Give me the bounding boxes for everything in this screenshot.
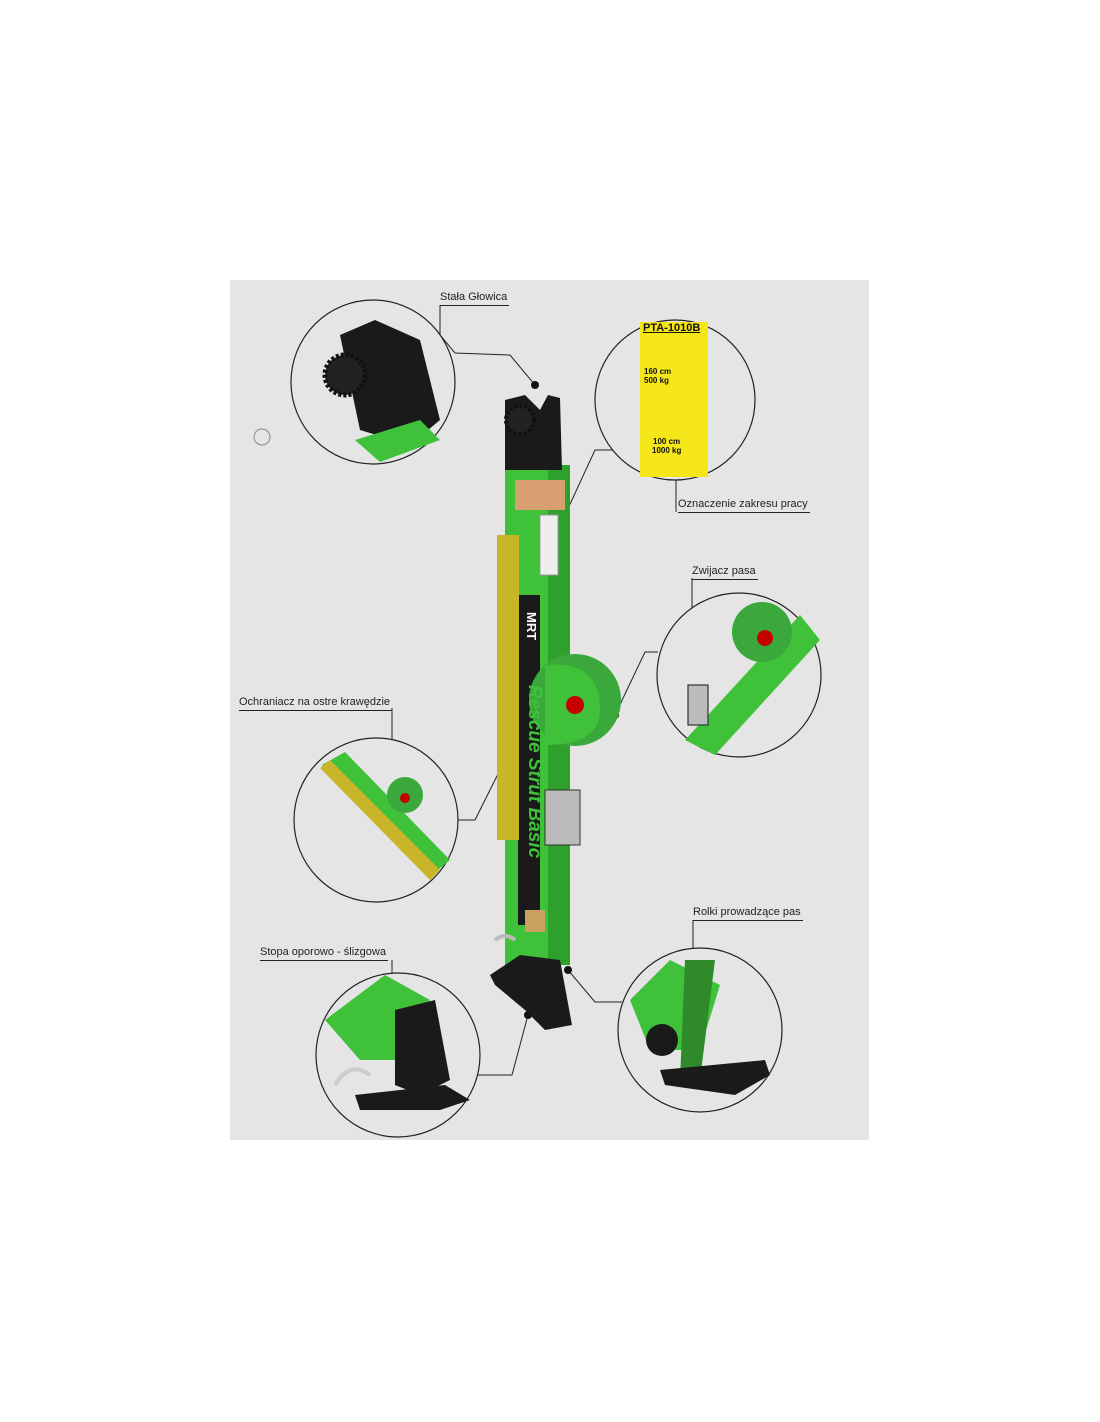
model-label: PTA-1010B bbox=[643, 322, 701, 334]
strut-brand: MRT bbox=[524, 612, 539, 641]
label-range: Oznaczenie zakresu pracy bbox=[678, 498, 810, 513]
radio-marker bbox=[253, 428, 271, 446]
callout-range bbox=[594, 319, 756, 481]
label-reel: Zwijacz pasa bbox=[692, 565, 758, 580]
strut-name: Rescue Strut Basic bbox=[524, 685, 545, 859]
lower-length: 100 cm bbox=[653, 437, 681, 446]
label-head: Stała Głowica bbox=[440, 291, 510, 306]
callout-protector bbox=[293, 737, 459, 903]
upper-range: 160 cm 500 kg bbox=[644, 367, 671, 385]
lower-range: 100 cm 1000 kg bbox=[652, 437, 682, 455]
callout-rollers bbox=[617, 947, 783, 1113]
strut bbox=[490, 395, 621, 1030]
callout-head bbox=[290, 299, 456, 465]
upper-load: 500 kg bbox=[644, 376, 669, 385]
label-rollers: Rolki prowadzące pas bbox=[693, 906, 803, 921]
label-foot: Stopa oporowo - ślizgowa bbox=[260, 946, 388, 961]
range-label: PTA-1010B 160 cm 500 kg 100 cm 1000 kg bbox=[640, 322, 708, 477]
upper-length: 160 cm bbox=[644, 367, 672, 376]
lower-load: 1000 kg bbox=[652, 446, 682, 455]
callout-foot bbox=[315, 972, 481, 1138]
label-protector: Ochraniacz na ostre krawędzie bbox=[239, 696, 393, 711]
callout-reel bbox=[656, 592, 822, 758]
